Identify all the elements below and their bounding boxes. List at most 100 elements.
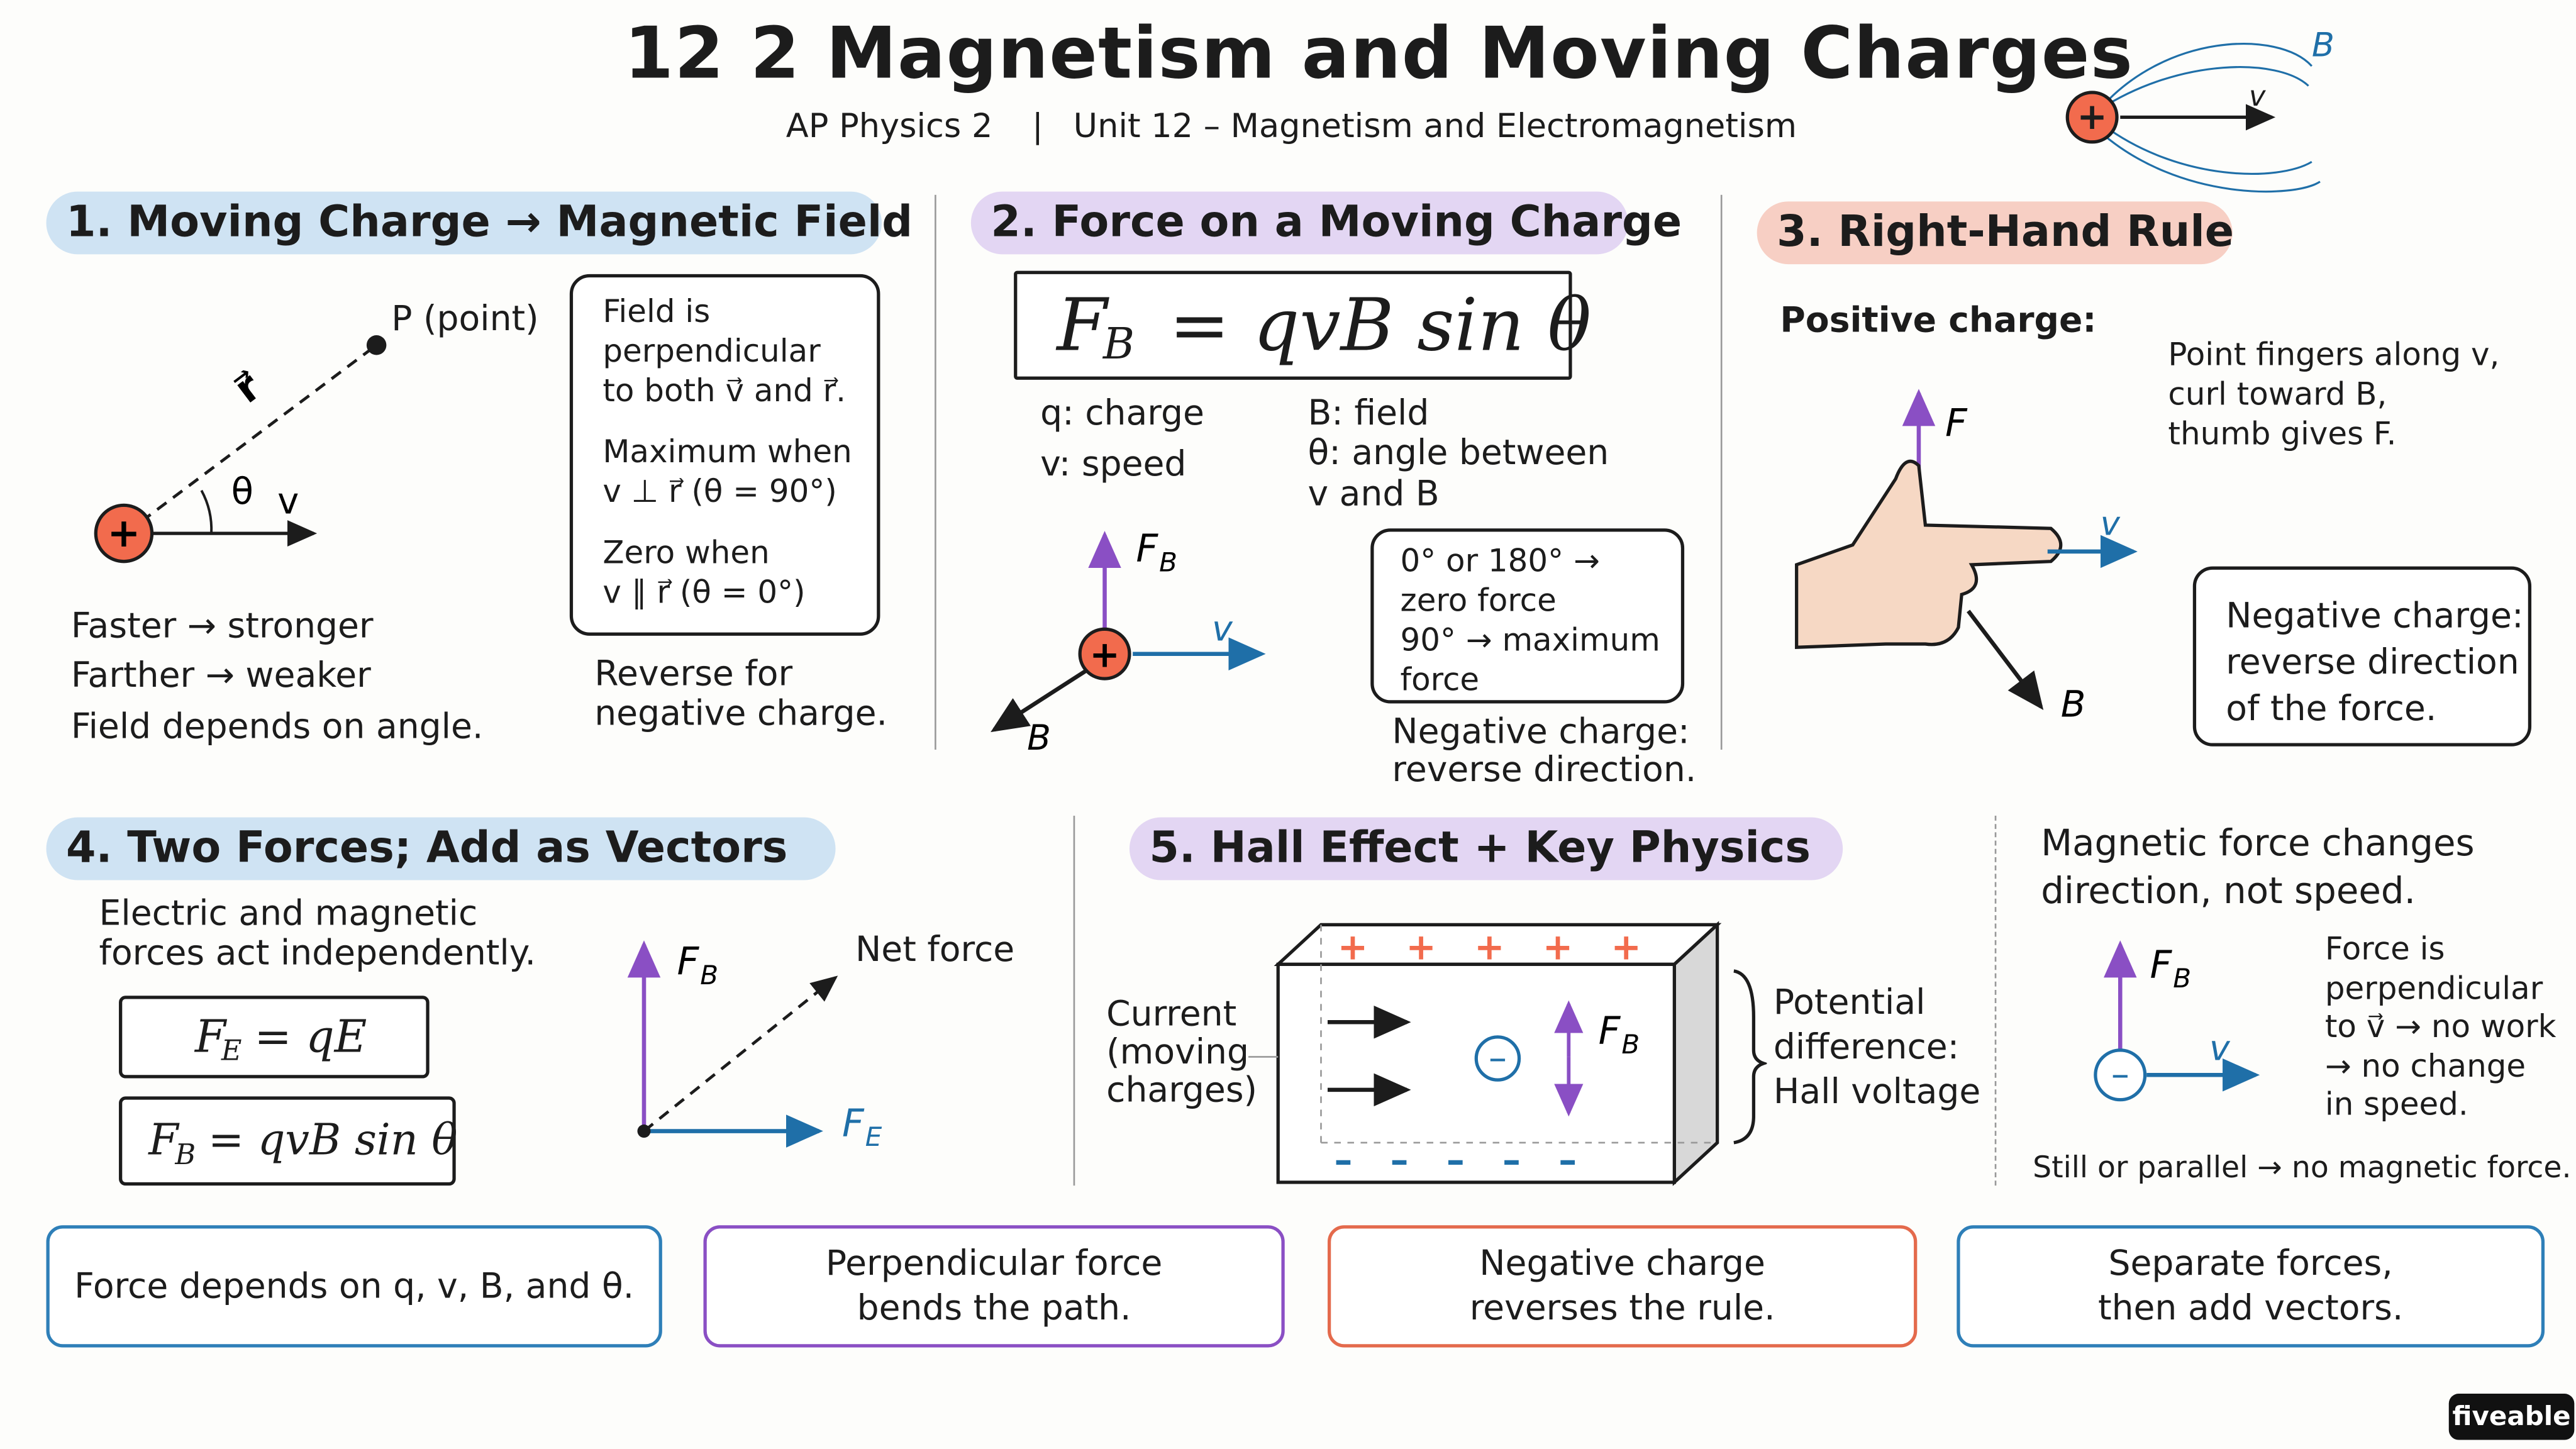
v-label: v	[277, 480, 299, 523]
def-B: B: field	[1307, 392, 1430, 433]
section-divider	[1073, 816, 1075, 1186]
fe-F: F	[194, 1012, 226, 1063]
page-title: 12 2 Magnetism and Moving Charges	[624, 13, 2134, 96]
right-hand-icon	[1795, 459, 2063, 649]
conductor-front	[1276, 962, 1676, 1184]
angle-cases-text: 0° or 180° → zero force 90° → maximum fo…	[1400, 543, 1660, 699]
note-farther: Farther → weaker	[70, 655, 371, 696]
section3-heading: 3. Right-Hand Rule	[1757, 201, 2234, 265]
subtitle-unit: Unit 12 – Magnetism and Electromagnetism	[1073, 106, 1797, 146]
def-v: v: speed	[1040, 444, 1187, 484]
r-vector-line	[125, 343, 378, 535]
fe-subscript: E	[221, 1035, 242, 1069]
theta-label: θ	[231, 470, 253, 513]
section6-diagram: – F B v	[2094, 940, 2260, 1102]
positive-surface-charges: + + + + +	[1338, 925, 1641, 968]
field-arrow	[991, 669, 1088, 733]
fiveable-logo: fiveable	[2448, 1394, 2575, 1440]
vector-addition-diagram: F B F E	[627, 940, 882, 1152]
section2-force-diagram: + F B v B	[991, 527, 1266, 758]
field-line	[2099, 131, 2321, 193]
charge-sign: –	[2111, 1053, 2129, 1096]
box-maximum-text: Maximum when v ⊥ r⃗ (θ = 90°)	[602, 434, 852, 511]
current-label: Current (moving charges)	[1106, 994, 1258, 1110]
right-hand-diagram: F v B	[1795, 389, 2138, 726]
point-P-label: P (point)	[391, 299, 539, 339]
section4-heading: 4. Two Forces; Add as Vectors	[46, 817, 836, 880]
s6-v-label: v	[2209, 1029, 2231, 1069]
rhr-instructions: Point fingers along v, curl toward B, th…	[2168, 336, 2500, 453]
diag-FB: F	[677, 940, 699, 984]
section6-heading: Magnetic force changes direction, not sp…	[2041, 824, 2475, 913]
summary-card-2: Perpendicular force bends the path.	[703, 1225, 1285, 1348]
magnetic-force-formula: F B = qvB sin θ	[119, 1096, 458, 1186]
section1-field-box: Field is perpendicular to both v⃗ and r⃗…	[569, 274, 880, 636]
electric-force-formula: F E = qE	[119, 996, 430, 1079]
s6-F-label: F	[2150, 943, 2173, 987]
negative-charge-icon	[2094, 1048, 2147, 1102]
formula-rest: = qvB sin θ	[1169, 284, 1592, 369]
potential-brace	[1733, 969, 1767, 1145]
conductor-side	[1672, 921, 1719, 1186]
positive-charge-icon	[1078, 627, 1131, 680]
note-reverse: Reverse for negative charge.	[594, 653, 888, 733]
summary-card-1: Force depends on q, v, B, and θ.	[46, 1225, 662, 1348]
theta-arc	[200, 489, 213, 534]
perpendicular-no-work-text: Force is perpendicular to v⃗ → no work →…	[2324, 931, 2557, 1123]
potential-label: Potential difference: Hall voltage	[1773, 982, 1981, 1112]
negative-charge-box: Negative charge: reverse direction of th…	[2192, 566, 2532, 747]
fb-rest: = qvB sin θ	[208, 1116, 458, 1166]
section2-negative-note: Negative charge: reverse direction.	[1392, 711, 1697, 790]
diag-F-subscript: B	[1159, 547, 1177, 577]
fe-rest: = qE	[254, 1012, 367, 1063]
diag-FE-sub: E	[865, 1121, 882, 1152]
section1-heading: 1. Moving Charge → Magnetic Field	[46, 191, 913, 255]
field-arrow	[1967, 609, 2044, 710]
label-B: B	[2061, 683, 2086, 726]
field-line	[2099, 66, 2309, 110]
charge-sign: +	[108, 510, 141, 556]
s6-F-sub: B	[2173, 963, 2191, 994]
positive-charge-icon	[2065, 91, 2119, 144]
diag-v-label: v	[1212, 609, 1233, 650]
section5-heading: 5. Hall Effect + Key Physics	[1129, 817, 1843, 880]
diag-FE: F	[842, 1101, 865, 1145]
logo-v-label: v	[2249, 80, 2266, 113]
negative-surface-charges: – – – – –	[1334, 1138, 1577, 1181]
subtitle-course: AP Physics 2	[786, 106, 993, 146]
charge-sign: +	[1089, 633, 1119, 676]
hall-F-label: F	[1599, 1009, 1621, 1053]
section2-heading: 2. Force on a Moving Charge	[970, 191, 1682, 255]
section-divider	[1720, 194, 1723, 750]
r-label: r⃗	[226, 363, 270, 412]
section-divider	[1994, 816, 1997, 1186]
net-force-vector	[643, 975, 838, 1133]
summary-card-4: Separate forces, then add vectors.	[1957, 1225, 2545, 1348]
positive-charge-label: Positive charge:	[1780, 300, 2097, 340]
fb-subscript: B	[175, 1139, 196, 1173]
charge-sign: –	[1489, 1036, 1507, 1079]
formula-F: F	[1057, 284, 1108, 369]
negative-charge-text: Negative charge: reverse direction of th…	[2226, 596, 2524, 728]
def-q: q: charge	[1040, 392, 1204, 433]
hall-F-sub: B	[1621, 1029, 1640, 1060]
box-perpendicular-text: Field is perpendicular to both v⃗ and r⃗…	[602, 294, 846, 410]
box-zero-text: Zero when v ∥ r⃗ (θ = 0°)	[602, 535, 806, 611]
lorentz-formula-box: F B = qvB sin θ	[1014, 270, 1591, 380]
diag-B-label: B	[1027, 718, 1051, 758]
net-force-label: Net force	[855, 930, 1015, 970]
section-divider	[935, 194, 936, 750]
logo-B-label: B	[2312, 26, 2334, 64]
def-theta: θ: angle between v and B	[1307, 432, 1609, 514]
header-field-illustration: + B v	[2065, 26, 2334, 193]
diag-F-label: F	[1136, 527, 1158, 571]
note-angle: Field depends on angle.	[70, 706, 484, 747]
label-v: v	[2101, 505, 2121, 543]
point-P-dot	[366, 335, 387, 355]
fb-F: F	[148, 1116, 179, 1166]
still-parallel-note: Still or parallel → no magnetic force.	[2033, 1151, 2572, 1186]
negative-charge-icon	[1474, 1035, 1521, 1082]
positive-charge-icon	[94, 503, 154, 564]
subtitle-separator: |	[1032, 106, 1043, 146]
